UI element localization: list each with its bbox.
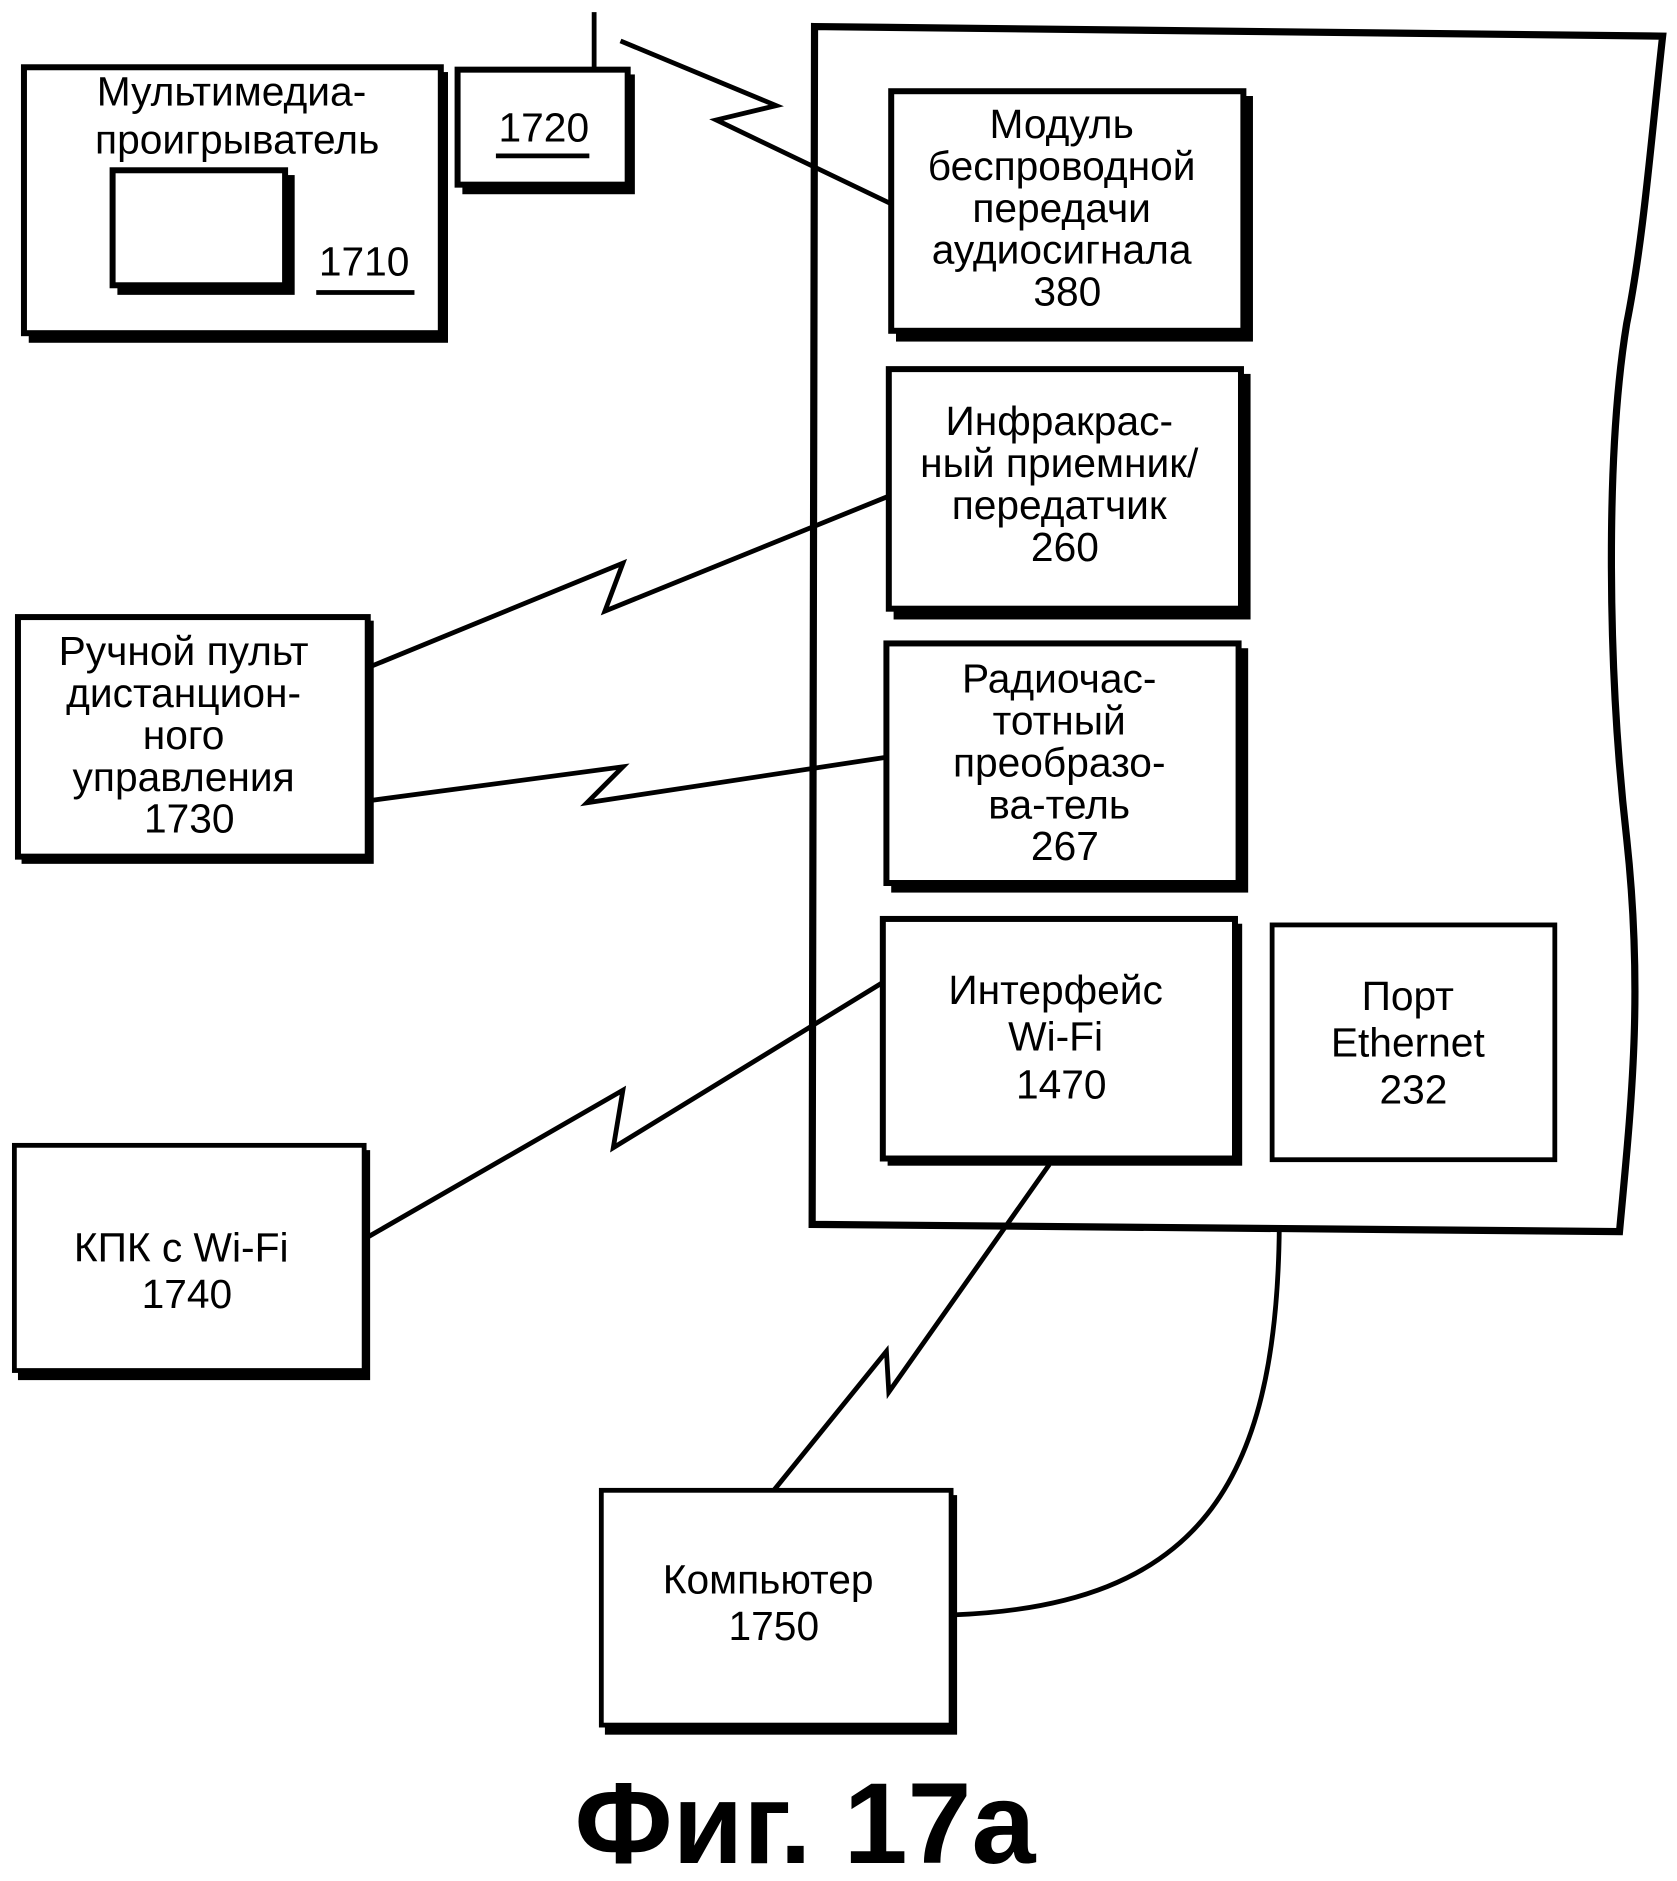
- module-ir-text: Инфракрас- ный приемник/ передатчик 260: [920, 398, 1210, 570]
- remote-control-box[interactable]: Ручной пульт дистанцион- ного управления…: [14, 614, 374, 864]
- module-audio-text: Модуль беспроводной передачи аудиосигнал…: [928, 101, 1207, 315]
- link-1740-1470-wireless: [367, 980, 885, 1239]
- figure-caption: Фиг. 17а: [574, 1760, 1036, 1881]
- module-audio-transmitter[interactable]: Модуль беспроводной передачи аудиосигнал…: [888, 88, 1253, 342]
- module-rf-converter[interactable]: Радиочас- тотный преобразо- ва-тель 267: [883, 640, 1249, 893]
- pda-text: КПК с Wi-Fi 1740: [74, 1225, 300, 1318]
- media-player-screen-icon: [109, 167, 295, 295]
- dock-box[interactable]: 1720: [454, 12, 635, 195]
- remote-control-text: Ручной пульт дистанцион- ного управления…: [59, 628, 320, 842]
- computer-text: Компьютер 1750: [663, 1556, 885, 1649]
- pda-box[interactable]: КПК с Wi-Fi 1740: [11, 1142, 371, 1381]
- link-1730-267-wireless: [371, 754, 887, 807]
- module-wifi-text: Интерфейс Wi-Fi 1470: [948, 967, 1174, 1108]
- media-player-text: Мультимедиа- проигрыватель: [95, 69, 379, 163]
- link-1750-1470-wireless: [771, 1163, 1052, 1492]
- module-ethernet-text: Порт Ethernet 232: [1331, 973, 1496, 1112]
- link-1750-232-wired: [953, 1226, 1282, 1618]
- computer-box[interactable]: Компьютер 1750: [598, 1487, 958, 1735]
- link-1720-380-wireless: [619, 38, 893, 206]
- module-ethernet-port[interactable]: Порт Ethernet 232: [1269, 922, 1558, 1163]
- media-player-box[interactable]: Мультимедиа- проигрыватель 1710: [20, 64, 448, 343]
- media-player-ref: 1710: [319, 239, 410, 285]
- dock-ref: 1720: [499, 105, 590, 151]
- module-ir-transceiver[interactable]: Инфракрас- ный приемник/ передатчик 260: [885, 366, 1251, 620]
- module-wifi-interface[interactable]: Интерфейс Wi-Fi 1470: [879, 915, 1243, 1166]
- link-1730-260-wireless: [370, 493, 890, 669]
- module-rf-text: Радиочас- тотный преобразо- ва-тель 267: [953, 656, 1177, 870]
